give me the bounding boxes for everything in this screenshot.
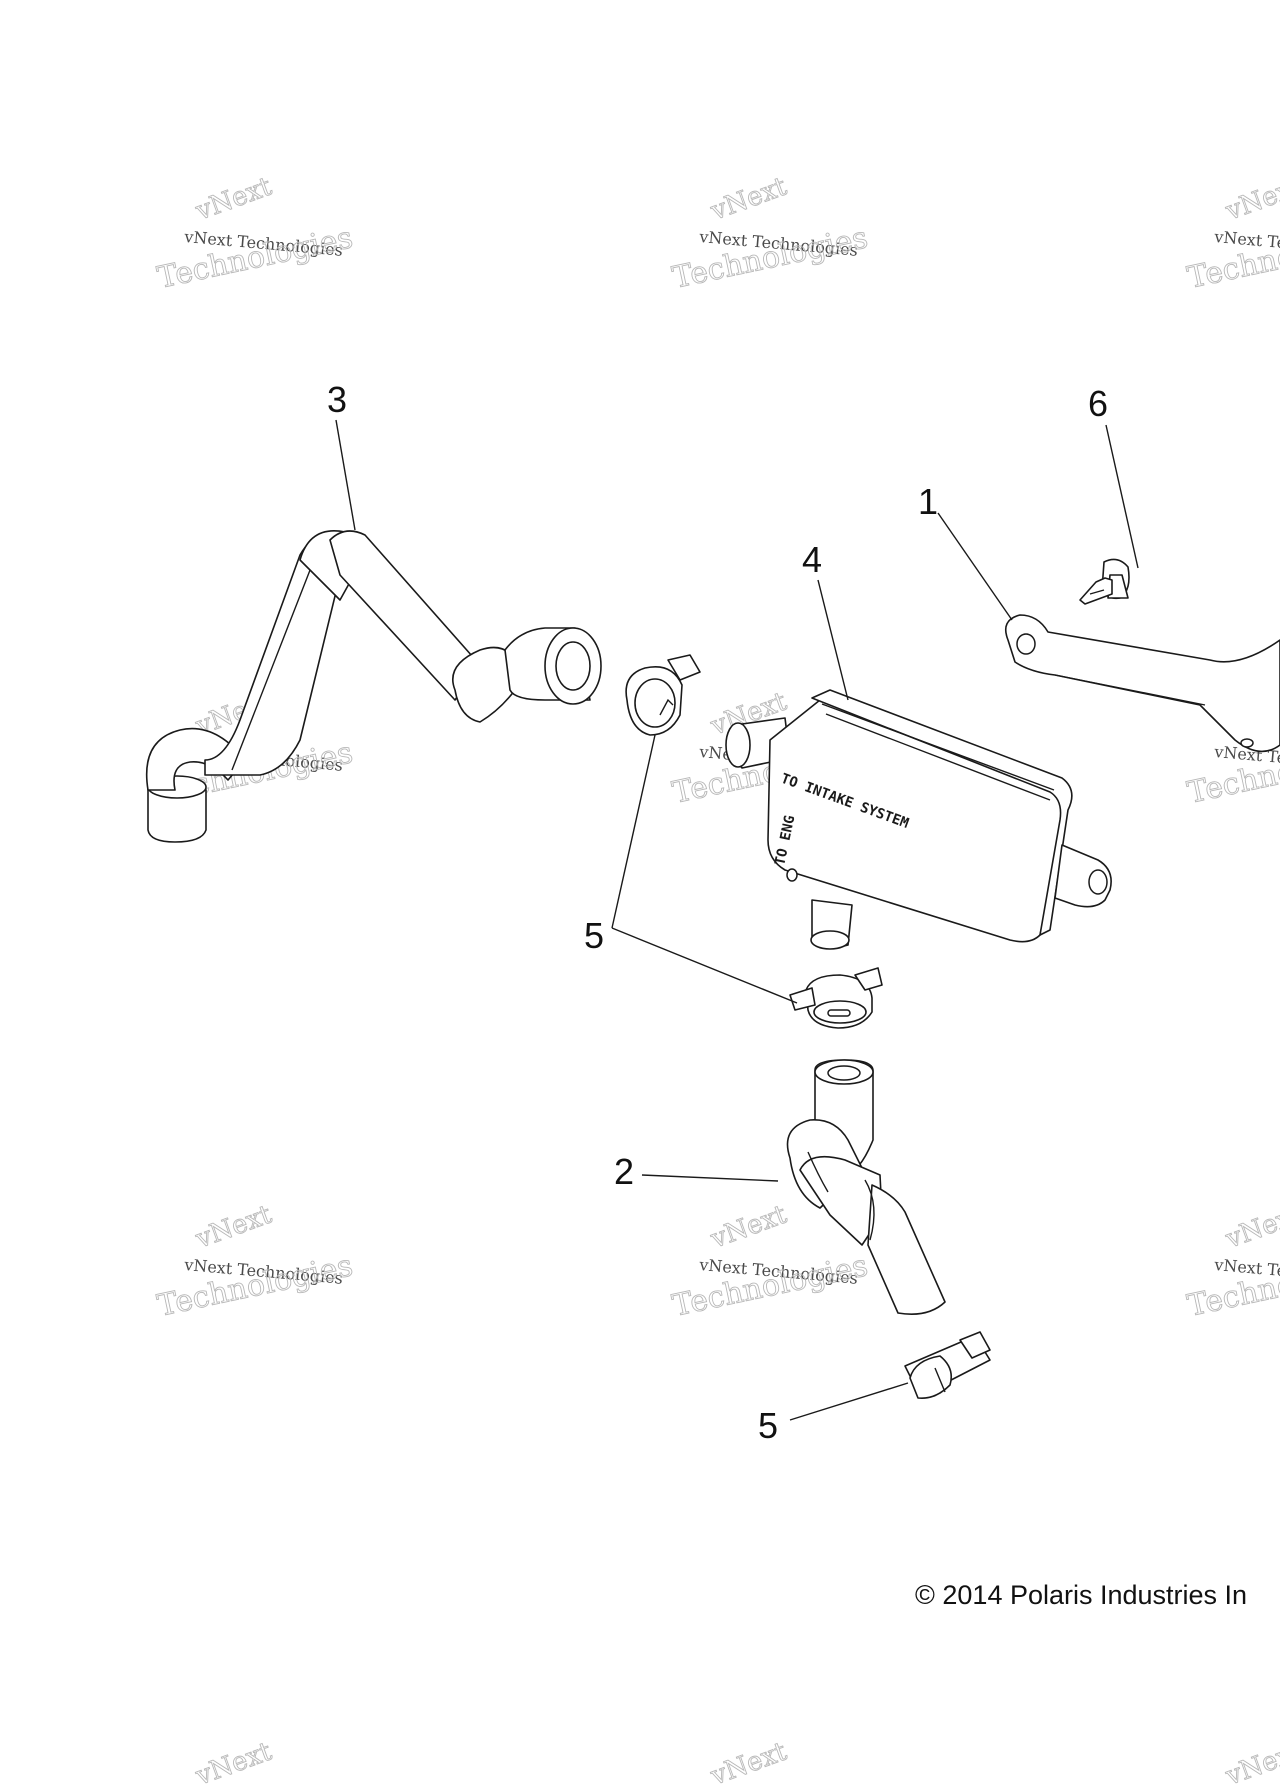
watermark: vNext vNext Technologies Technologies (669, 171, 871, 296)
svg-text:vNext: vNext (191, 1200, 276, 1255)
svg-text:vNext: vNext (1221, 1737, 1280, 1792)
hose-part-3 (145, 530, 602, 843)
copyright-notice: © 2014 Polaris Industries In (915, 1580, 1248, 1610)
svg-text:vNext: vNext (191, 1737, 276, 1792)
svg-text:vNext: vNext (1221, 172, 1280, 227)
canister-part-4: TO INTAKE SYSTEM TO ENG (725, 689, 1112, 950)
callout-6: 6 (1088, 383, 1108, 424)
clamp-part-5-middle (789, 967, 883, 1029)
watermark: vNext vNext Technologies (1213, 1736, 1280, 1792)
watermark: vNext vNext Technologies Technologies (1184, 1199, 1280, 1324)
svg-text:vNext: vNext (1221, 1200, 1280, 1255)
bracket-part-1 (1004, 614, 1280, 753)
watermark: vNext vNext Technologies (183, 1736, 344, 1792)
callout-2: 2 (614, 1151, 634, 1192)
clamp-part-5-lower (904, 1331, 991, 1400)
callout-4: 4 (802, 539, 822, 580)
rivet-part-6 (1079, 558, 1130, 605)
watermark: vNext vNext Technologies Technologies (154, 1199, 356, 1324)
clamp-part-5-upper (625, 654, 701, 736)
watermark-group: vNext vNext Technologies Technologies vN… (154, 171, 1280, 1792)
callouts: 3 6 1 4 5 2 5 (327, 379, 1108, 1446)
svg-text:vNext: vNext (191, 172, 276, 227)
leader-lines (335, 419, 1139, 1421)
watermark: vNext vNext Technologies Technologies (1184, 171, 1280, 296)
watermark: vNext vNext Technologies Technologies (154, 171, 356, 296)
callout-5-upper: 5 (584, 915, 604, 956)
hose-part-2 (786, 1059, 946, 1315)
svg-text:vNext: vNext (706, 1200, 791, 1255)
callout-3: 3 (327, 379, 347, 420)
watermark: vNext vNext Technologies (698, 1736, 859, 1792)
callout-1: 1 (918, 481, 938, 522)
callout-5-lower: 5 (758, 1405, 778, 1446)
svg-text:vNext: vNext (706, 172, 791, 227)
svg-text:vNext: vNext (706, 1737, 791, 1792)
